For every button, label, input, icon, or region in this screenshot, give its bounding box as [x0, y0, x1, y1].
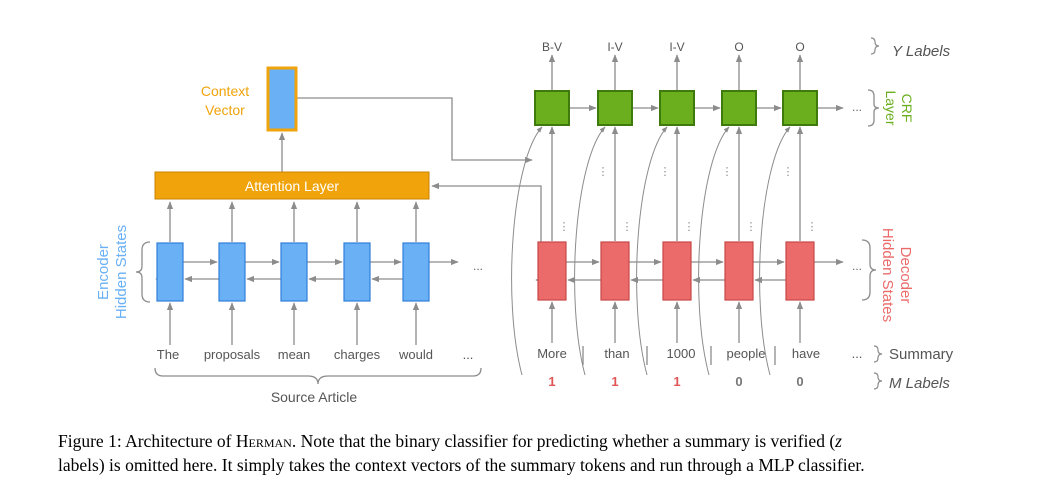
encoder-hidden-state-3 — [343, 242, 371, 302]
decoder-hidden-state-1 — [600, 241, 630, 301]
decoder-vdots-lower-4: ⋮ — [807, 221, 818, 233]
source-token-1: proposals — [204, 347, 261, 362]
input-to-crf-curve-1 — [574, 126, 606, 376]
diagram-nodes — [154, 66, 818, 302]
y-label-4: O — [795, 40, 804, 54]
decoder-hidden-state-0 — [537, 241, 567, 301]
legend-summary: Summary — [889, 346, 954, 363]
attention-layer-box — [154, 171, 430, 200]
decoder-vdots-lower-3: ⋮ — [746, 221, 757, 233]
source-token-2: mean — [278, 347, 311, 362]
decoder-vdots-upper-4: ⋮ — [783, 166, 794, 178]
legend-m-labels: M Labels — [889, 375, 950, 392]
crf-label-2: Layer — [883, 90, 899, 125]
legend-y-labels: Y Labels — [892, 43, 951, 60]
decoder-vdots-upper-1: ⋮ — [598, 166, 609, 178]
crf-node-3 — [721, 90, 757, 126]
attention-layer-label: Attention Layer — [245, 178, 340, 194]
crf-node-4 — [782, 90, 818, 126]
y-label-2: I-V — [669, 40, 684, 54]
decoder-hidden-state-2 — [662, 241, 692, 301]
context-vector-label-2: Vector — [205, 102, 245, 118]
y-label-1: I-V — [607, 40, 622, 54]
decoder-vdots-lower-2: ⋮ — [684, 221, 695, 233]
connection-arrows — [135, 37, 883, 390]
caption-rest: . Note that the binary classifier for pr… — [291, 431, 836, 451]
decoder-label-2: Hidden States — [879, 228, 896, 322]
input-to-crf-curve-4 — [759, 126, 791, 376]
crf-node-0 — [534, 90, 570, 126]
figure-caption: Figure 1: Architecture of Herman. Note t… — [58, 429, 1018, 477]
m-label-3: 0 — [735, 374, 742, 389]
summary-brace — [873, 345, 883, 363]
m-label-0: 1 — [548, 374, 555, 389]
crf-brace — [867, 89, 880, 127]
crf-label-1: CRF — [899, 94, 915, 123]
summary-token-4: have — [792, 346, 820, 361]
summary-token-2: 1000 — [667, 346, 696, 361]
caption-model-name: Herman — [235, 431, 292, 451]
encoder-label-2: Hidden States — [113, 225, 130, 319]
crf-node-2 — [659, 90, 695, 126]
encoder-hidden-state-2 — [280, 242, 308, 302]
decoder-to-attention-path — [431, 182, 542, 242]
decoder-vdots-upper-3: ⋮ — [722, 166, 733, 178]
context-to-crf-path — [296, 97, 533, 164]
summary-token-3: people — [726, 346, 765, 361]
decoder-hidden-state-3 — [724, 241, 754, 301]
decoder-vdots-lower-1: ⋮ — [622, 221, 633, 233]
source-token-5: ... — [463, 347, 474, 362]
m-label-4: 0 — [796, 374, 803, 389]
source-article-brace — [154, 367, 482, 385]
summary-token-0: More — [537, 346, 567, 361]
input-to-crf-curve-3 — [698, 126, 730, 376]
source-article-label: Source Article — [271, 389, 358, 405]
y-label-0: B-V — [542, 40, 562, 54]
decoder-brace — [861, 239, 877, 301]
caption-z: z — [835, 431, 842, 451]
context-vector-box — [266, 66, 298, 132]
encoder-hidden-state-4 — [402, 242, 430, 302]
input-to-crf-curve-0 — [511, 126, 543, 376]
m-label-1: 1 — [611, 374, 618, 389]
caption-prefix: Figure 1: Architecture of — [58, 431, 236, 451]
y-label-3: O — [734, 40, 743, 54]
encoder-label-1: Encoder — [95, 244, 112, 300]
y-labels-brace — [870, 37, 880, 55]
context-vector-label-1: Context — [201, 83, 249, 99]
caption-line2: labels) is omitted here. It simply takes… — [58, 455, 865, 475]
decoder-hidden-state-4 — [785, 241, 815, 301]
crf-ellipsis: ... — [852, 100, 862, 114]
m-label-2: 1 — [673, 374, 680, 389]
encoder-hidden-state-1 — [218, 242, 246, 302]
encoder-hidden-state-0 — [156, 242, 184, 302]
source-token-0: The — [157, 347, 179, 362]
encoder-brace — [135, 241, 151, 303]
input-to-crf-curve-2 — [636, 126, 668, 376]
source-token-3: charges — [334, 347, 381, 362]
decoder-vdots-lower-0: ⋮ — [559, 221, 570, 233]
crf-node-1 — [597, 90, 633, 126]
encoder-ellipsis: ... — [473, 259, 483, 273]
decoder-label-1: Decoder — [897, 247, 914, 304]
m-labels-brace — [873, 372, 883, 390]
summary-token-5: ... — [852, 346, 863, 361]
decoder-ellipsis: ... — [852, 259, 862, 273]
decoder-vdots-upper-2: ⋮ — [660, 166, 671, 178]
source-token-4: would — [398, 347, 433, 362]
summary-token-1: than — [604, 346, 629, 361]
